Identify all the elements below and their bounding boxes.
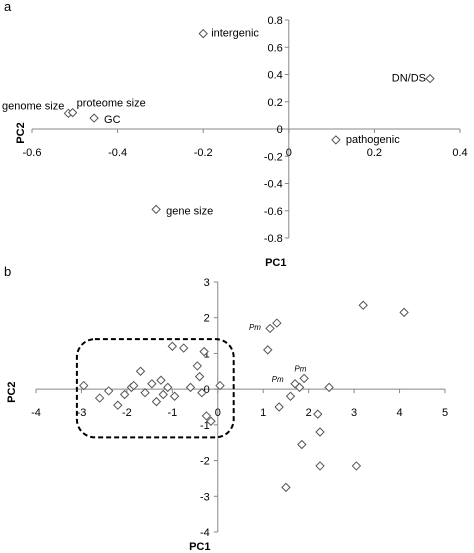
point-marker	[315, 427, 325, 437]
x-axis-title: PC1	[189, 541, 210, 553]
point-marker	[67, 107, 78, 118]
point-marker	[281, 482, 291, 493]
point-marker	[299, 373, 309, 384]
x-tick-label: 2	[306, 407, 312, 419]
y-tick-label: 3	[204, 277, 210, 289]
point-marker	[140, 388, 150, 398]
point-label: pathogenic	[346, 134, 400, 146]
point-label: gene size	[166, 205, 213, 217]
point-marker	[297, 439, 307, 450]
y-tick-label: -0.2	[264, 151, 283, 163]
point-marker	[147, 379, 157, 389]
point-marker	[324, 382, 334, 393]
point-label: genome size	[2, 100, 64, 112]
point-marker	[158, 389, 168, 400]
x-tick-label: 0.4	[452, 147, 467, 159]
y-tick-label: 0	[204, 384, 210, 396]
x-axis-title: PC1	[265, 257, 286, 269]
point-marker	[104, 386, 114, 396]
x-tick-label: 1	[260, 407, 266, 419]
point-label: GC	[104, 114, 121, 126]
pm-annotation: Pm	[249, 323, 261, 332]
x-tick-label: -0.4	[108, 147, 127, 159]
y-tick-label: -0.6	[264, 206, 283, 218]
point-marker	[167, 341, 178, 351]
y-tick-label: -1	[200, 420, 210, 432]
y-tick-label: -0.4	[264, 179, 283, 191]
point-marker	[185, 382, 196, 393]
point-marker	[215, 380, 225, 391]
point-marker	[178, 343, 189, 353]
point-marker	[425, 73, 435, 84]
point-marker	[315, 461, 325, 471]
point-marker	[358, 300, 368, 310]
point-marker	[156, 375, 166, 385]
point-label: DN/DS	[392, 73, 426, 85]
x-tick-label: -2	[122, 407, 132, 419]
point-marker	[274, 402, 284, 412]
y-tick-label: -2	[200, 456, 210, 468]
point-marker	[94, 393, 105, 403]
x-tick-label: -0.2	[194, 147, 213, 159]
panel-label: a	[4, 0, 12, 14]
point-marker	[151, 204, 161, 215]
y-tick-label: -4	[200, 527, 210, 539]
y-tick-label: 0.6	[268, 42, 283, 54]
point-marker	[197, 388, 207, 398]
point-marker	[313, 409, 323, 419]
point-label: intergenic	[211, 28, 259, 40]
y-axis-title: PC2	[15, 122, 27, 143]
point-marker	[151, 396, 162, 407]
y-tick-label: 0.4	[268, 70, 283, 82]
point-marker	[331, 135, 341, 145]
y-tick-label: 0.2	[268, 97, 283, 109]
y-axis-title: PC2	[6, 381, 18, 402]
pm-annotation: Pm	[294, 364, 306, 373]
point-marker	[294, 382, 305, 393]
point-marker	[285, 391, 296, 401]
point-marker	[194, 371, 205, 382]
pm-annotation: Pm	[272, 375, 284, 384]
x-tick-label: 4	[396, 407, 402, 419]
point-marker	[198, 28, 208, 39]
y-tick-label: -0.8	[264, 233, 283, 245]
y-tick-label: 1	[204, 348, 210, 360]
x-tick-label: -4	[31, 407, 41, 419]
point-marker	[119, 389, 130, 400]
point-marker	[169, 391, 180, 401]
point-label: proteome size	[77, 98, 146, 110]
x-tick-label: 0	[286, 147, 292, 159]
point-marker	[192, 361, 203, 371]
point-marker	[199, 346, 209, 357]
x-tick-label: -1	[167, 407, 177, 419]
point-marker	[272, 318, 282, 328]
y-tick-label: 0	[277, 124, 283, 136]
y-tick-label: -3	[200, 491, 210, 503]
point-marker	[201, 411, 212, 421]
x-tick-label: 0	[215, 407, 221, 419]
point-marker	[113, 400, 123, 410]
point-marker	[206, 416, 216, 426]
point-marker	[263, 345, 273, 355]
point-marker	[265, 323, 275, 334]
point-marker	[128, 380, 139, 391]
y-tick-label: 0.8	[268, 15, 283, 27]
x-tick-label: 5	[442, 407, 448, 419]
highlight-box	[75, 338, 235, 439]
y-tick-label: 2	[204, 313, 210, 325]
point-marker	[135, 366, 146, 376]
point-marker	[399, 307, 409, 318]
x-tick-label: -0.6	[23, 147, 42, 159]
x-tick-label: -3	[77, 407, 87, 419]
point-marker	[351, 461, 362, 471]
panel-label: b	[4, 264, 11, 279]
x-tick-label: 0.2	[367, 147, 382, 159]
point-marker	[163, 382, 173, 393]
x-tick-label: 3	[351, 407, 357, 419]
point-marker	[79, 380, 89, 391]
point-marker	[89, 113, 99, 123]
